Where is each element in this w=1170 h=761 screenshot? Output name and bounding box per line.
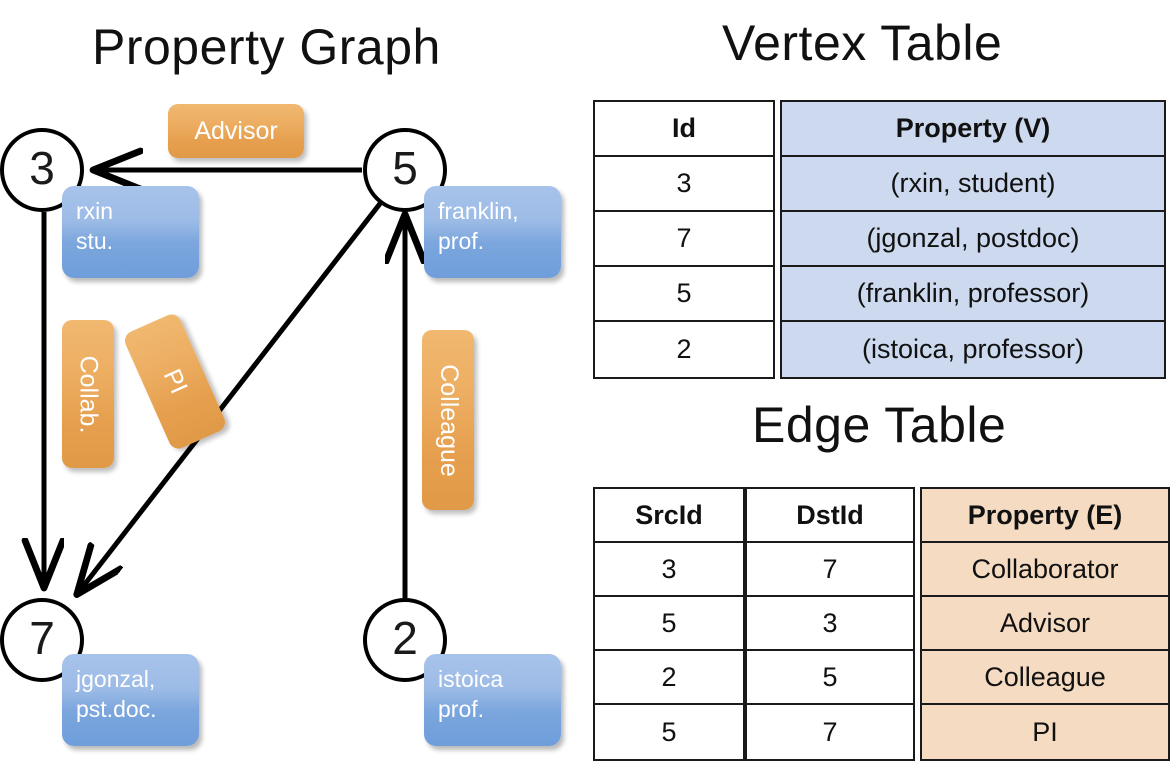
- edge-table-title: Edge Table: [752, 397, 1007, 453]
- edge-table-header-srcid: SrcId: [595, 489, 743, 543]
- table-row: 5: [595, 597, 743, 651]
- vertex-2[interactable]: 2: [363, 598, 447, 682]
- vertex-7-id: 7: [29, 612, 55, 664]
- edge-label-pi-text: PI: [157, 364, 194, 398]
- edge-table-dstid-column: DstId 7 3 5 7: [745, 487, 915, 761]
- vertex-table: Id 3 7 5 2 Property (V) (rxin, student) …: [593, 100, 1166, 379]
- edge-table-srcid-column: SrcId 3 5 2 5: [593, 487, 745, 761]
- edge-label-advisor[interactable]: Advisor: [168, 104, 304, 158]
- vertex-7-prop-line-2: pst.doc.: [76, 696, 157, 722]
- edge-table-header-dstid: DstId: [747, 489, 913, 543]
- edge-label-colleague[interactable]: Colleague: [422, 330, 474, 510]
- vertex-table-property-column: Property (V) (rxin, student) (jgonzal, p…: [780, 100, 1166, 379]
- edge-label-collab-text: Collab.: [74, 355, 103, 433]
- table-row: 5: [595, 267, 773, 322]
- vertex-3-prop-line-2: stu.: [76, 228, 114, 254]
- vertex-5-prop-line-2: prof.: [438, 228, 485, 254]
- vertex-5-property-box[interactable]: franklin, prof.: [424, 186, 561, 278]
- vertex-2-property-box[interactable]: istoica prof.: [424, 654, 561, 746]
- edge-5-to-7: [78, 199, 384, 593]
- vertex-2-prop-line-1: istoica: [438, 666, 504, 692]
- table-row: (franklin, professor): [782, 267, 1164, 322]
- edge-table-property-column: Property (E) Collaborator Advisor Collea…: [920, 487, 1170, 761]
- table-row: (istoica, professor): [782, 322, 1164, 377]
- vertex-3-property-box[interactable]: rxin stu.: [62, 186, 199, 278]
- table-row: 7: [595, 212, 773, 267]
- vertex-5-prop-line-1: franklin,: [438, 198, 519, 224]
- table-row: 3: [747, 597, 913, 651]
- table-row: 2: [595, 322, 773, 377]
- vertex-2-prop-line-2: prof.: [438, 696, 485, 722]
- table-row: 7: [747, 705, 913, 759]
- table-row: 7: [747, 543, 913, 597]
- table-row: Advisor: [922, 597, 1168, 651]
- table-row: (jgonzal, postdoc): [782, 212, 1164, 267]
- edge-table: SrcId 3 5 2 5 DstId 7 3 5 7 Property (E)…: [593, 487, 1170, 761]
- page-title-property-graph: Property Graph: [92, 19, 441, 75]
- table-row: PI: [922, 705, 1168, 759]
- vertex-3-prop-line-1: rxin: [76, 198, 114, 224]
- vertex-table-header-property: Property (V): [782, 102, 1164, 157]
- vertex-table-title: Vertex Table: [722, 15, 1003, 71]
- table-row: 3: [595, 543, 743, 597]
- graph-edges: [0, 0, 585, 598]
- table-row: 5: [747, 651, 913, 705]
- table-row: Collaborator: [922, 543, 1168, 597]
- edge-label-collab[interactable]: Collab.: [62, 320, 114, 468]
- table-row: 2: [595, 651, 743, 705]
- property-graph-panel: Property Graph 3 5 7 2 rxin stu. frankli…: [0, 0, 585, 760]
- vertex-table-id-column: Id 3 7 5 2: [593, 100, 775, 379]
- vertex-7-prop-line-1: jgonzal,: [76, 666, 156, 692]
- table-row: 5: [595, 705, 743, 759]
- table-row: Colleague: [922, 651, 1168, 705]
- vertex-7-property-box[interactable]: jgonzal, pst.doc.: [62, 654, 199, 746]
- edge-label-advisor-text: Advisor: [194, 116, 278, 145]
- table-row: (rxin, student): [782, 157, 1164, 212]
- vertex-5[interactable]: 5: [363, 128, 447, 212]
- vertex-2-id: 2: [392, 612, 418, 664]
- vertex-table-header-id: Id: [595, 102, 773, 157]
- vertex-3-id: 3: [29, 142, 55, 194]
- vertex-5-id: 5: [392, 142, 418, 194]
- edge-label-colleague-text: Colleague: [434, 363, 463, 477]
- edge-table-header-property: Property (E): [922, 489, 1168, 543]
- table-row: 3: [595, 157, 773, 212]
